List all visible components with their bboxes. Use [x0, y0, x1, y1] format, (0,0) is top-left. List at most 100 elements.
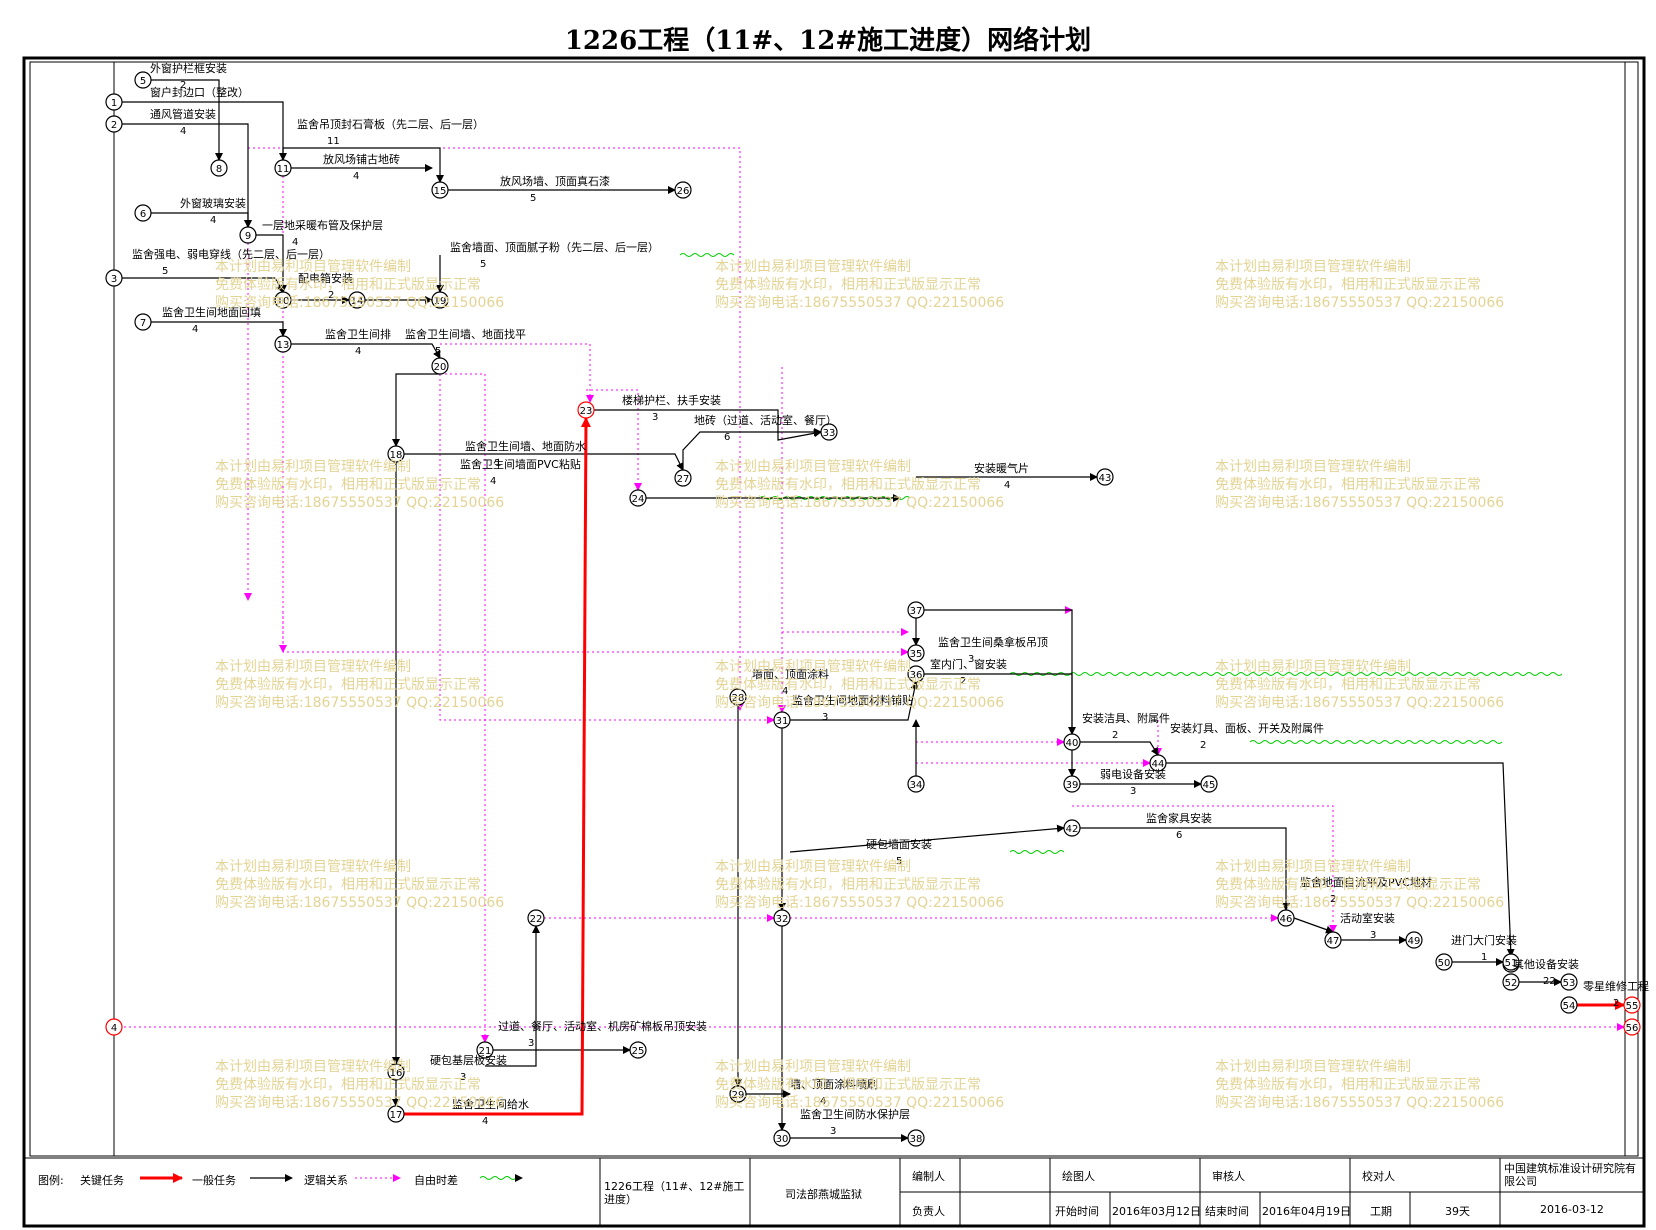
task-arrow: [1166, 762, 1515, 957]
task-duration: 2: [1330, 894, 1336, 905]
event-node: [629, 1041, 647, 1059]
task-name: 外窗护栏框安装: [150, 61, 227, 75]
task-arrow: [143, 321, 287, 337]
task-duration: 3: [652, 412, 658, 423]
event-node: [820, 423, 838, 441]
node-label: 13: [277, 340, 290, 351]
task-duration: 3: [830, 1126, 836, 1137]
event-node: [387, 1105, 405, 1123]
event-node: [907, 775, 925, 793]
node-label: 38: [910, 1134, 923, 1145]
task-name: 监舍卫生间地面材料铺贴: [792, 693, 913, 707]
task-duration: 4: [355, 346, 361, 357]
node-label: 30: [776, 1134, 789, 1145]
event-node: [387, 1063, 405, 1081]
node-label: 8: [216, 164, 222, 175]
task-name: 楼梯护栏、扶手安装: [622, 393, 721, 407]
task-duration: 22: [1543, 976, 1556, 987]
node-label: 32: [776, 914, 789, 925]
outer-frame: [22, 56, 1646, 1228]
legend-float-label: 自由时差: [414, 1174, 458, 1187]
node-label: 15: [434, 186, 447, 197]
task-duration: 4: [820, 1096, 826, 1107]
task-duration: 6: [724, 432, 730, 443]
task-duration: 4: [353, 171, 359, 182]
footer-unit: 司法部燕城监狱: [785, 1188, 862, 1201]
event-node: [431, 357, 449, 375]
task-duration: 5: [435, 346, 441, 357]
task-name: 其他设备安装: [1513, 957, 1579, 971]
task-duration: 3: [822, 712, 828, 723]
logic-line: [586, 389, 642, 491]
task-name: 一层地采暖布管及保护层: [262, 218, 383, 232]
task-name: 监舍卫生间给水: [452, 1097, 529, 1111]
legend-normal-label: 一般任务: [192, 1174, 236, 1187]
event-node: [1623, 1018, 1641, 1036]
task-name: 进门大门安装: [1451, 933, 1517, 947]
task-name: 过道、餐厅、活动室、机房矿棉板吊顶安装: [498, 1019, 707, 1033]
task-arrow: [924, 609, 1076, 735]
node-label: 16: [390, 1068, 403, 1079]
task-name: 活动室安装: [1340, 911, 1395, 925]
task-name: 安装洁具、附属件: [1082, 711, 1170, 725]
task-duration: 4: [180, 126, 186, 137]
task-name: 安装暖气片: [974, 461, 1029, 475]
task-duration: 4: [782, 686, 788, 697]
node-label: 24: [632, 494, 645, 505]
node-label: 45: [1203, 780, 1216, 791]
task-duration: 2: [328, 290, 334, 301]
task-arrow: [291, 343, 441, 359]
node-label: 49: [1408, 936, 1421, 947]
node-label: 54: [1563, 1001, 1576, 1012]
event-node: [577, 401, 595, 419]
node-label: 37: [910, 606, 923, 617]
node-label: 1: [111, 98, 117, 109]
node-label: 17: [390, 1110, 403, 1121]
event-node: [1502, 973, 1520, 991]
event-node: [907, 644, 925, 662]
task-arrow: [114, 101, 287, 161]
task-name: 监舍强电、弱电穿线（先二层、后一层）: [132, 247, 330, 261]
node-label: 21: [479, 1046, 492, 1057]
float-wave: [1009, 672, 1563, 676]
task-name: 室内门、窗安装: [930, 657, 1007, 671]
event-node: [729, 688, 747, 706]
float-wave: [1249, 740, 1503, 744]
node-label: 4: [111, 1023, 117, 1034]
event-node: [1063, 733, 1081, 751]
event-node: [1560, 973, 1578, 991]
logic-line: [248, 147, 744, 711]
node-label: 2: [111, 120, 117, 131]
task-name: 配电箱安装: [298, 271, 353, 285]
task-duration: 5: [162, 266, 168, 277]
event-node: [907, 601, 925, 619]
event-node: [1063, 819, 1081, 837]
event-node: [387, 445, 405, 463]
node-label: 7: [140, 318, 146, 329]
task-arrow: [114, 277, 284, 293]
event-node: [1560, 996, 1578, 1014]
task-arrow: [485, 925, 540, 1067]
task-name: 外窗玻璃安装: [180, 196, 246, 210]
task-arrow: [924, 673, 1076, 777]
task-name: 通风管道安装: [150, 107, 216, 121]
inner-frame: [29, 61, 1639, 1157]
event-node: [105, 269, 123, 287]
event-node: [134, 313, 152, 331]
task-arrow: [586, 409, 822, 441]
task-duration: 3: [528, 1038, 534, 1049]
task-duration: 5: [530, 193, 536, 204]
event-node: [1149, 754, 1167, 772]
node-label: 53: [1563, 978, 1576, 989]
event-node: [1200, 775, 1218, 793]
task-arrow: [248, 234, 287, 293]
task-name: 墙面、顶面涂料: [752, 667, 829, 681]
task-name: 监舍卫生间地面回填: [162, 305, 261, 319]
event-node: [239, 226, 257, 244]
task-name: 零星维修工程: [1583, 979, 1649, 993]
event-node: [1096, 468, 1114, 486]
logic-line: [440, 343, 594, 403]
event-node: [629, 489, 647, 507]
legend-critical-label: 关键任务: [80, 1174, 124, 1187]
